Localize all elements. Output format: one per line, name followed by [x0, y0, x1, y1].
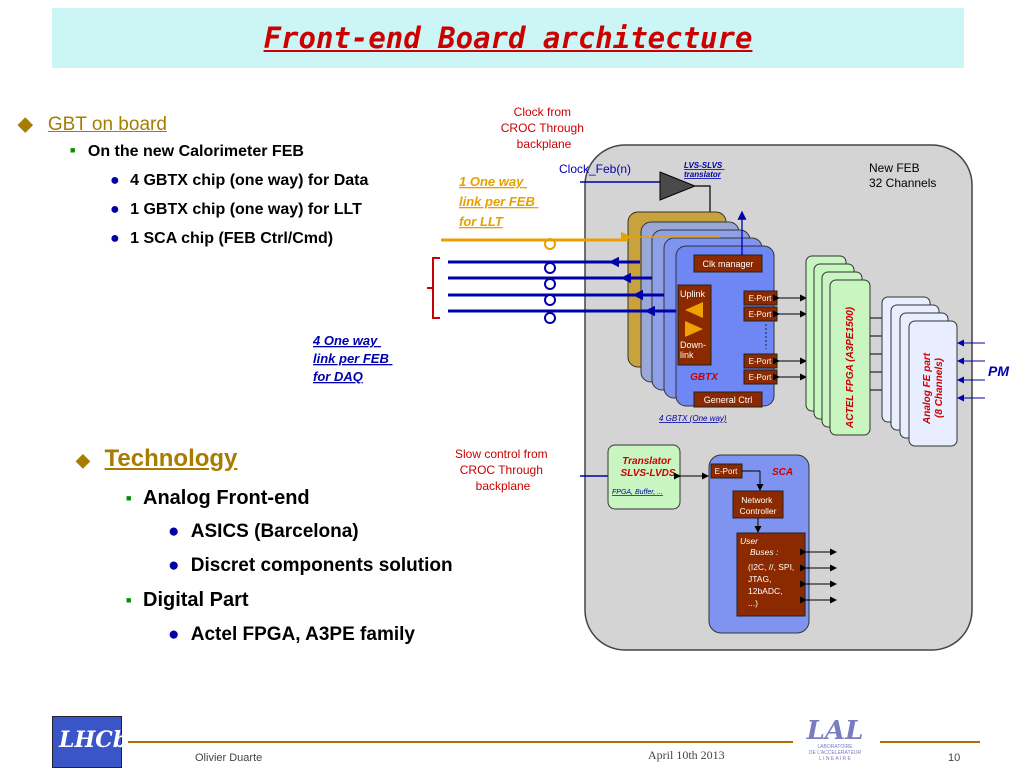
slow-control-label: Slow control from CROC Through backplane: [455, 447, 551, 493]
general-ctrl-label: General Ctrl: [704, 395, 753, 405]
bullet-asics: ● ASICS (Barcelona): [168, 521, 359, 542]
dot-bullet-icon: ●: [110, 172, 120, 189]
daq-bracket: [427, 257, 440, 319]
lhcb-logo: LHCb: [52, 716, 128, 768]
translator-label: Translator SLVS-LVDS: [620, 456, 675, 479]
dot-bullet-icon: ●: [168, 555, 180, 576]
diamond-bullet-icon: ◆: [76, 450, 90, 470]
bullet-sca: ● 1 SCA chip (FEB Ctrl/Cmd): [110, 230, 334, 247]
downlink-label: Down- link: [680, 340, 709, 360]
downlink-arrow-icon: [685, 321, 703, 337]
buffer-triangle-icon: [659, 171, 697, 201]
network-controller-box: [732, 490, 784, 519]
svg-text:E-Port: E-Port: [715, 467, 738, 476]
bullet-analog: ■ Analog Front-end: [126, 487, 310, 509]
analog-fe-label: Analog FE part: [922, 352, 933, 425]
title-banner: Front-end Board architecture: [52, 8, 964, 68]
bullet-discret: ● Discret components solution: [168, 555, 453, 576]
svg-text:E-Port: E-Port: [749, 373, 772, 382]
network-controller-label: Network Controller: [740, 495, 777, 516]
llt-connector-icon: [544, 238, 556, 250]
svg-text:E-Port: E-Port: [749, 310, 772, 319]
footer-date: April 10th 2013: [648, 748, 725, 762]
pm-inputs: [957, 339, 985, 402]
bullet-technology: ◆ Technology: [76, 445, 238, 472]
llt-link-label: 1 One way link per FEB for LLT: [459, 174, 538, 229]
sca-label: SCA: [772, 467, 793, 478]
gbtx-note: 4 GBTX (One way): [659, 414, 727, 423]
uplink-downlink-box: [677, 284, 712, 366]
clock-croc-label: Clock from CROC Through backplane: [501, 105, 588, 151]
footer-rule: [128, 741, 793, 743]
fpga-chip-front: [829, 279, 871, 436]
user-buses-label: User Buses :: [740, 536, 779, 557]
uplink-arrow-icon: [685, 302, 703, 318]
daq-link-label: 4 One way link per FEB for DAQ: [312, 333, 392, 384]
gbtx-label: GBTX: [690, 372, 719, 383]
slide-title: Front-end Board architecture: [263, 21, 753, 55]
clock-feb-label: Clock_Feb(n): [559, 162, 631, 176]
clk-manager-label: Clk manager: [702, 259, 753, 269]
new-feb-label: New FEB 32 Channels: [869, 161, 936, 190]
bullet-gbt: ◆ GBT on board: [18, 114, 167, 135]
lvs-slvs-label: LVS-SLVS translator: [684, 161, 724, 179]
user-buses-list: (I2C, //, SPI, JTAG, 12bADC, ...): [748, 562, 797, 608]
bullet-actel: ● Actel FPGA, A3PE family: [168, 624, 415, 645]
dot-bullet-icon: ●: [168, 521, 180, 542]
page-number: 10: [948, 752, 961, 764]
eport-fpga-links: [773, 294, 807, 381]
footer-rule-right: [880, 741, 980, 743]
analog-channels-label: (8 Channels): [934, 357, 945, 418]
translator-sub-label: FPGA, Buffer, ...: [612, 489, 663, 496]
svg-text:E-Port: E-Port: [749, 294, 772, 303]
general-ctrl-box: [693, 391, 763, 408]
footer-author: Olivier Duarte: [195, 752, 263, 764]
square-bullet-icon: ■: [126, 493, 132, 503]
clk-manager-box: [693, 254, 763, 273]
svg-text:E-Port: E-Port: [749, 357, 772, 366]
pm-label: PM: [988, 363, 1009, 379]
analog-chip-front: [908, 320, 958, 447]
bullet-gbtx-data: ● 4 GBTX chip (one way) for Data: [110, 172, 369, 189]
actel-fpga-label: ACTEL FPGA (A3PE1500): [845, 306, 856, 429]
diamond-bullet-icon: ◆: [18, 114, 33, 135]
bullet-digital: ■ Digital Part: [126, 589, 249, 611]
dot-bullet-icon: ●: [110, 230, 120, 247]
uplink-label: Uplink: [680, 289, 706, 299]
daq-links: [448, 256, 676, 324]
dot-bullet-icon: ●: [168, 624, 180, 645]
lal-logo: LAL LABORATOIRE DE L'ACCELERATEUR L I N …: [806, 716, 864, 762]
bullet-gbtx-llt: ● 1 GBTX chip (one way) for LLT: [110, 201, 362, 218]
square-bullet-icon: ■: [70, 145, 76, 155]
dot-bullet-icon: ●: [110, 201, 120, 218]
user-buses-box: [736, 532, 806, 617]
square-bullet-icon: ■: [126, 595, 132, 605]
user-bus-links: [800, 548, 837, 604]
bullet-calorimeter: ■ On the new Calorimeter FEB: [70, 143, 304, 160]
